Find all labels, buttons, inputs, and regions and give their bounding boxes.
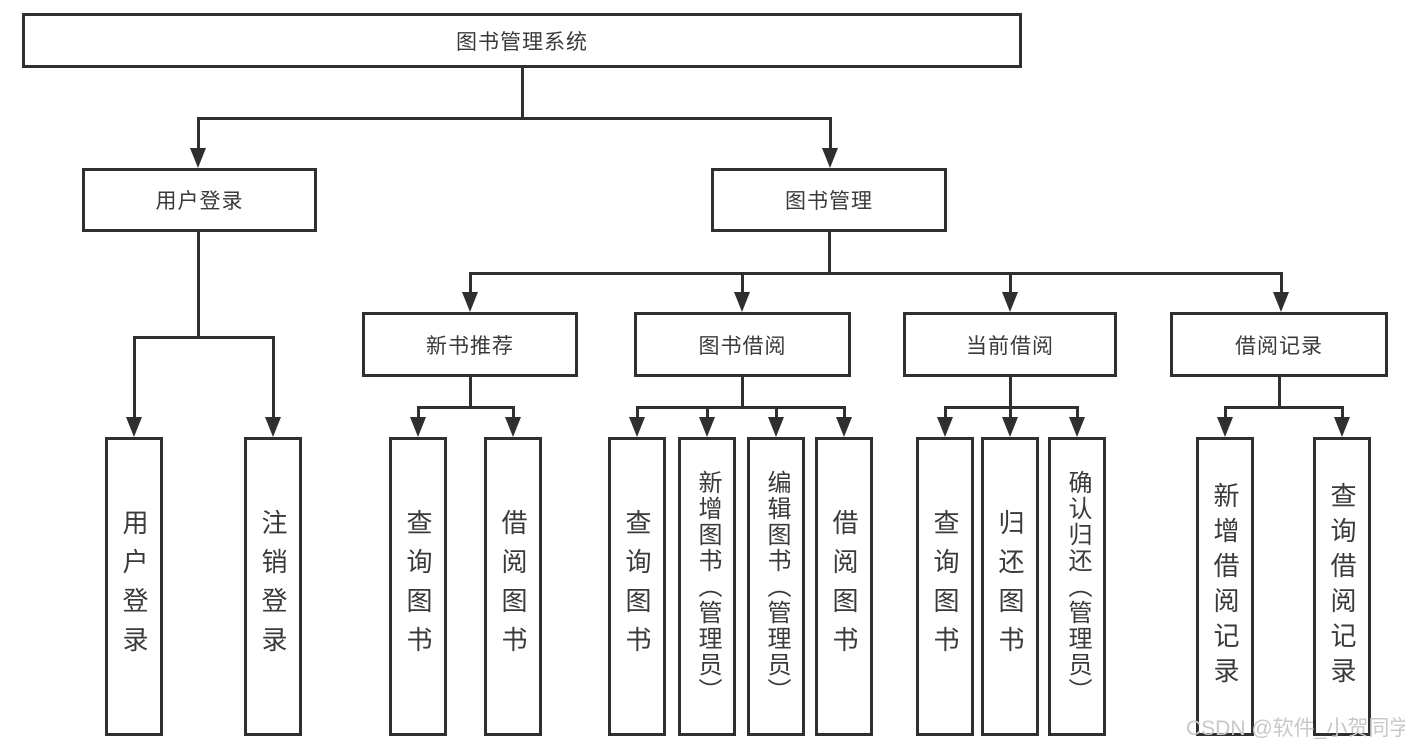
connector-line (741, 272, 744, 295)
down-arrow-icon (836, 417, 852, 437)
connector-line (133, 336, 136, 420)
connector-line (843, 406, 846, 420)
node-user-login: 用户登录 (82, 168, 317, 232)
leaf-bb-borrow-books: 借阅图书 (815, 437, 873, 736)
connector-line (1341, 406, 1344, 420)
down-arrow-icon (1069, 417, 1085, 437)
connector-line (1009, 272, 1012, 295)
connector-line (197, 117, 832, 120)
connector-line (706, 406, 709, 420)
down-arrow-icon (822, 148, 838, 168)
leaf-label: 编辑图书（管理员） (763, 469, 790, 704)
leaf-cb-query-books: 查询图书 (916, 437, 974, 736)
down-arrow-icon (1273, 292, 1289, 312)
node-label: 图书借阅 (698, 334, 787, 358)
node-current-borrow: 当前借阅 (903, 312, 1117, 377)
leaf-label: 用户登录 (119, 508, 149, 665)
connector-line (636, 406, 846, 409)
leaf-label: 归还图书 (995, 508, 1025, 665)
connector-line (1278, 377, 1281, 408)
leaf-label: 借阅图书 (498, 508, 528, 665)
node-label: 用户登录 (155, 190, 244, 213)
leaf-br-query-record: 查询借阅记录 (1313, 437, 1371, 736)
down-arrow-icon (1002, 417, 1018, 437)
leaf-label: 新增借阅记录 (1210, 481, 1240, 692)
leaf-label: 查询图书 (622, 508, 652, 665)
down-arrow-icon (410, 417, 426, 437)
leaf-cb-return-books: 归还图书 (981, 437, 1039, 736)
connector-line (197, 117, 200, 151)
connector-line (775, 406, 778, 420)
down-arrow-icon (1334, 417, 1350, 437)
node-label: 借阅记录 (1235, 334, 1323, 358)
node-borrow-records: 借阅记录 (1170, 312, 1388, 377)
leaf-label: 查询图书 (930, 508, 960, 665)
connector-line (1076, 406, 1079, 420)
down-arrow-icon (1217, 417, 1233, 437)
leaf-label: 注销登录 (258, 508, 288, 665)
connector-line (417, 406, 420, 420)
down-arrow-icon (937, 417, 953, 437)
leaf-label: 借阅图书 (829, 508, 859, 665)
connector-line (828, 232, 831, 274)
leaf-rec-query-books: 查询图书 (389, 437, 447, 736)
connector-line (512, 406, 515, 420)
leaf-logout: 注销登录 (244, 437, 302, 736)
connector-line (197, 232, 200, 338)
connector-line (469, 272, 1282, 275)
connector-line (133, 336, 275, 339)
down-arrow-icon (768, 417, 784, 437)
leaf-bb-add-books-admin: 新增图书（管理员） (678, 437, 736, 736)
csdn-watermark: CSDN @软件_小贺同学 (1186, 717, 1405, 740)
connector-line (1280, 272, 1283, 295)
node-label: 当前借阅 (966, 334, 1054, 358)
down-arrow-icon (734, 292, 750, 312)
connector-line (944, 406, 947, 420)
down-arrow-icon (265, 417, 281, 437)
leaf-label: 新增图书（管理员） (694, 469, 721, 704)
node-root: 图书管理系统 (22, 13, 1022, 68)
connector-line (521, 68, 524, 118)
down-arrow-icon (190, 148, 206, 168)
leaf-label: 确认归还（管理员） (1064, 469, 1091, 704)
node-new-book-rec: 新书推荐 (362, 312, 578, 377)
down-arrow-icon (505, 417, 521, 437)
connector-line (741, 377, 744, 408)
connector-line (417, 406, 515, 409)
down-arrow-icon (126, 417, 142, 437)
connector-line (829, 117, 832, 151)
connector-line (1009, 406, 1012, 420)
connector-line (469, 272, 472, 295)
node-book-borrowing: 图书借阅 (634, 312, 851, 377)
down-arrow-icon (699, 417, 715, 437)
connector-line (272, 336, 275, 420)
node-root-label: 图书管理系统 (456, 30, 588, 54)
connector-line (1224, 406, 1344, 409)
down-arrow-icon (629, 417, 645, 437)
leaf-rec-borrow-books: 借阅图书 (484, 437, 542, 736)
leaf-bb-query-books: 查询图书 (608, 437, 666, 736)
down-arrow-icon (1002, 292, 1018, 312)
connector-line (1009, 377, 1012, 408)
connector-line (469, 377, 472, 408)
leaf-label: 查询图书 (403, 508, 433, 665)
leaf-br-add-record: 新增借阅记录 (1196, 437, 1254, 736)
leaf-cb-confirm-return-admin: 确认归还（管理员） (1048, 437, 1106, 736)
connector-line (636, 406, 639, 420)
leaf-label: 查询借阅记录 (1327, 481, 1357, 692)
leaf-bb-edit-books-admin: 编辑图书（管理员） (747, 437, 805, 736)
leaf-user-login: 用户登录 (105, 437, 163, 736)
connector-line (1224, 406, 1227, 420)
down-arrow-icon (462, 292, 478, 312)
node-book-mgmt: 图书管理 (711, 168, 947, 232)
node-label: 新书推荐 (426, 334, 514, 358)
node-label: 图书管理 (785, 190, 873, 213)
